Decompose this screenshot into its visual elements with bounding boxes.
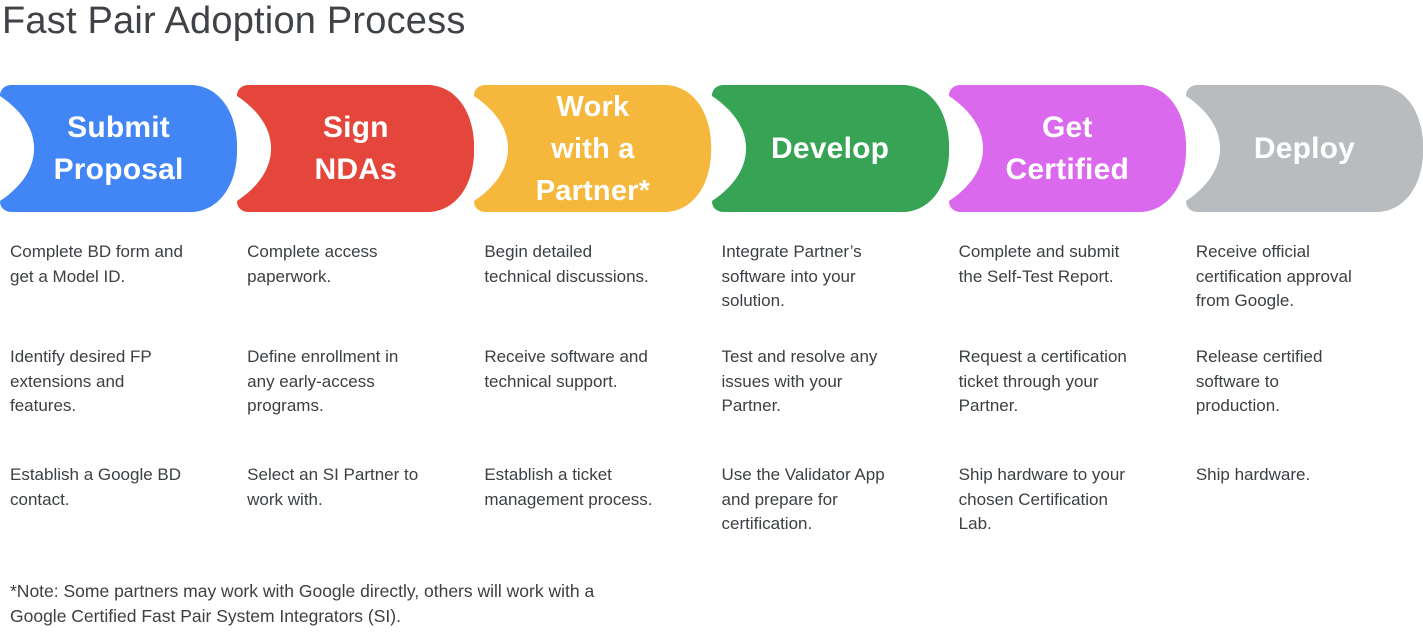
detail-sign-ndas-1: Complete access paperwork.: [247, 242, 378, 286]
step-label-sign-ndas: Sign NDAs: [314, 110, 397, 186]
page-title: Fast Pair Adoption Process: [2, 0, 466, 42]
step-shape-develop: [711, 85, 949, 212]
detail-deploy-2: Release certified software to production…: [1195, 347, 1323, 415]
step-shape-work-with-partner: [474, 85, 712, 212]
process-steps-row: Submit Proposal Sign NDAs Work with a Pa…: [0, 85, 1423, 212]
detail-submit-proposal-3: Establish a Google BD contact.: [10, 465, 182, 509]
step-label-develop: Develop: [771, 131, 890, 165]
step-label-deploy: Deploy: [1253, 131, 1356, 165]
step-work-with-partner: Work with a Partner*: [474, 85, 712, 212]
detail-sign-ndas-2: Define enrollment in any early-access pr…: [247, 347, 399, 415]
step-shape-get-certified: [948, 85, 1186, 212]
detail-get-certified-1: Complete and submit the Self-Test Report…: [958, 242, 1120, 286]
step-submit-proposal: Submit Proposal: [0, 85, 238, 212]
step-develop: Develop: [711, 85, 949, 212]
step-shape-deploy: [1185, 85, 1423, 212]
detail-get-certified-3: Ship hardware to your chosen Certificati…: [958, 465, 1125, 533]
detail-get-certified-2: Request a certification ticket through y…: [958, 347, 1127, 415]
detail-develop-2: Test and resolve any issues with your Pa…: [721, 347, 878, 415]
step-shape-sign-ndas: [237, 85, 475, 212]
detail-submit-proposal-1: Complete BD form and get a Model ID.: [10, 242, 183, 286]
step-sign-ndas: Sign NDAs: [237, 85, 475, 212]
step-get-certified: Get Certified: [948, 85, 1186, 212]
detail-develop-3: Use the Validator App and prepare for ce…: [721, 465, 885, 533]
step-details-grid: Complete BD form and get a Model ID. Com…: [0, 240, 1423, 537]
step-label-work-with-partner: Work with a Partner*: [535, 90, 651, 207]
step-shape-submit-proposal: [0, 85, 238, 212]
detail-work-with-partner-1: Begin detailed technical discussions.: [484, 242, 649, 286]
detail-submit-proposal-2: Identify desired FP extensions and featu…: [10, 347, 152, 415]
step-label-submit-proposal: Submit Proposal: [53, 110, 184, 186]
detail-develop-1: Integrate Partner’s software into your s…: [721, 242, 862, 310]
detail-sign-ndas-3: Select an SI Partner to work with.: [247, 465, 419, 509]
step-label-get-certified: Get Certified: [1005, 110, 1130, 186]
detail-deploy-1: Receive official certification approval …: [1195, 242, 1352, 310]
footnote: *Note: Some partners may work with Googl…: [10, 581, 595, 626]
step-deploy: Deploy: [1185, 85, 1423, 212]
detail-work-with-partner-3: Establish a ticket management process.: [484, 465, 653, 509]
detail-deploy-3: Ship hardware.: [1195, 465, 1311, 484]
detail-work-with-partner-2: Receive software and technical support.: [484, 347, 648, 391]
